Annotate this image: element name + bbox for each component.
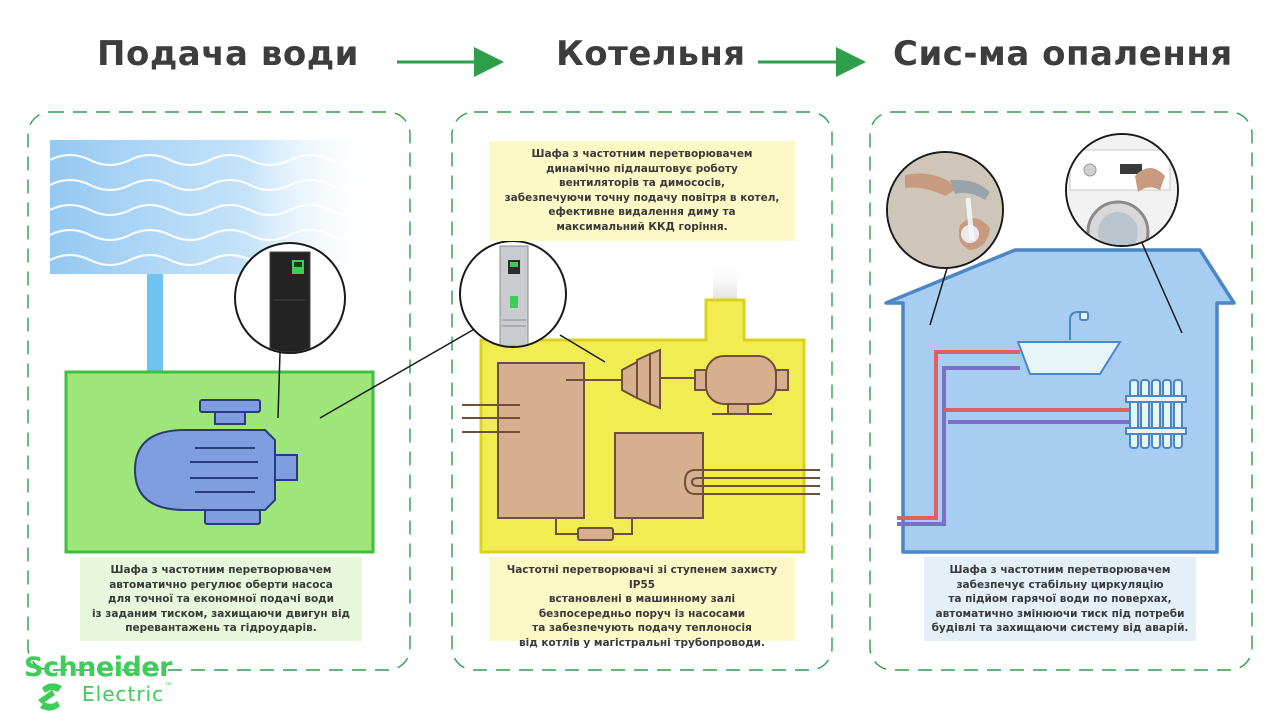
boiler-unit-icon [462,348,820,541]
water-reservoir [49,140,380,274]
drive-cabinet-light-icon [459,240,567,348]
panel-boiler-room [451,111,833,671]
caption-heating-system: Шафа з частотним перетворювачем забезпеч… [924,557,1196,641]
caption-boiler-fans: Шафа з частотним перетворювачем динамічн… [489,141,795,241]
tap-water-photo-icon [886,151,1004,269]
radiator-icon [1125,379,1187,449]
logo-trademark: ™ [164,682,175,692]
callout-line-appliance [1141,242,1183,334]
callout-line-tap [929,264,949,326]
callout-line-boiler [559,334,606,363]
pump-motor-icon [133,399,298,525]
panel-water-supply [27,111,411,671]
heating-pipes [897,350,1130,526]
drive-cabinet-dark-icon [234,242,346,354]
caption-water-supply: Шафа з частотним перетворювачем автомати… [80,557,362,641]
heading-heating-system: Сис-ма опалення [893,34,1233,74]
logo-wordmark: Schneider [24,652,172,683]
logo-sub-text: Electric [82,682,165,706]
sink-icon [1016,311,1122,375]
logo-subtitle: Electric™ [82,682,174,706]
schneider-electric-logo[interactable]: Schneider Electric™ [24,652,224,712]
washing-machine-photo-icon [1065,133,1179,247]
smoke-plume [713,262,737,302]
logo-symbol-icon [38,683,62,711]
callout-line-pump [277,351,281,419]
callout-line-pump-to-boiler [319,326,479,419]
water-intake-pipe [147,274,163,372]
caption-boiler-pumps: Частотні перетворювачі зі ступенем захис… [489,557,795,649]
house-building [884,248,1236,554]
heading-boiler-room: Котельня [556,34,746,74]
panel-heating-system [869,111,1253,671]
heading-water-supply: Подача води [97,34,359,74]
